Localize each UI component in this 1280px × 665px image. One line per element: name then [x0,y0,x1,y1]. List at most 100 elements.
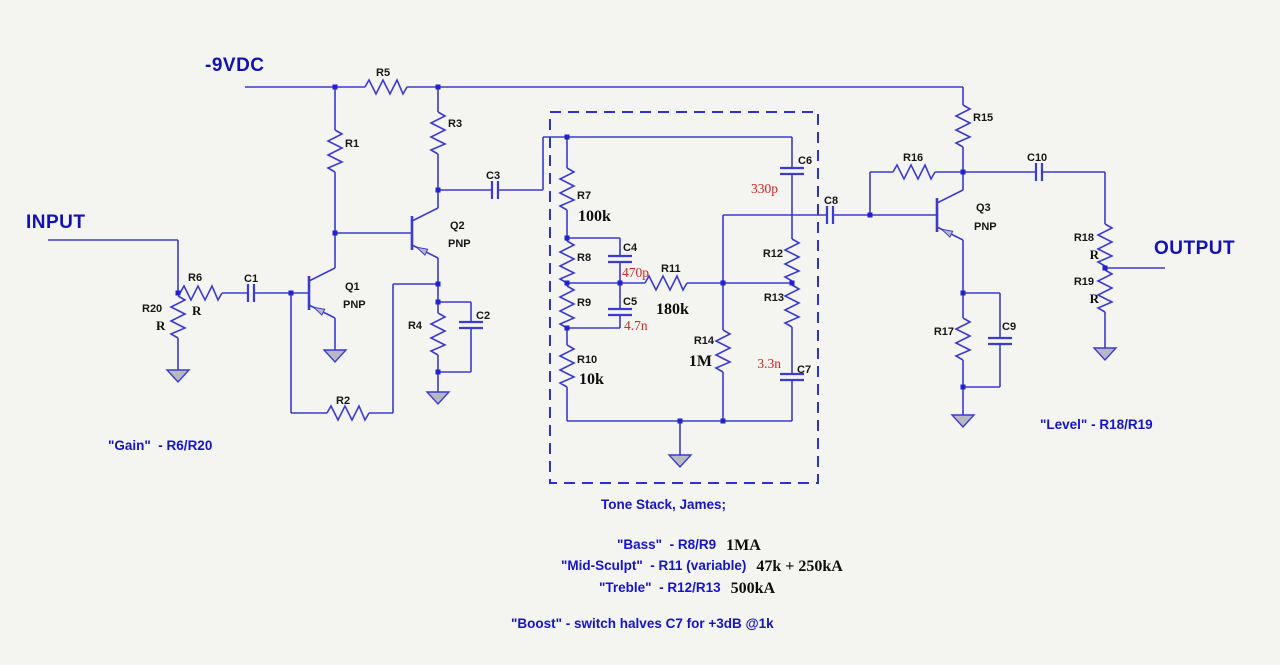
resistor-r15-label: R15 [973,112,993,124]
resistor-r16 [892,164,936,180]
capacitor-c10 [1034,161,1044,183]
resistor-r11-value: 180k [656,301,689,318]
transistor-q1-type: PNP [343,299,366,311]
annotation-treble-value: 500kA [730,580,776,597]
junction-dots [175,84,1108,424]
capacitor-c2 [457,320,485,330]
circuit-wires [48,86,1165,455]
resistor-r8-label: R8 [577,252,591,264]
resistor-r17-label: R17 [934,326,954,338]
resistor-r11 [644,275,688,291]
transistor-q2-label: Q2 [450,220,465,232]
capacitor-c5-label: C5 [623,296,637,308]
resistor-r13-label: R13 [764,292,784,304]
annotation-level: "Level" - R18/R19 [1040,417,1153,432]
annotation-gain: "Gain" - R6/R20 [108,438,213,453]
resistor-r3-label: R3 [448,118,462,130]
resistor-r4 [430,312,446,356]
resistor-r20-value: R [156,318,166,333]
resistor-r20-label: R20 [142,303,162,315]
resistor-r13 [784,284,800,328]
resistor-r5 [364,79,408,95]
capacitor-c5 [606,307,634,317]
resistor-r18-value: R [1090,247,1100,262]
annotation-bass-value: 1MA [726,537,761,554]
resistor-r16-label: R16 [903,152,923,164]
capacitor-c1-label: C1 [244,273,258,285]
resistor-r14-label: R14 [694,335,715,347]
capacitor-c6-label: C6 [798,155,812,167]
annotation-bass-line: "Bass" - R8/R9 1MA [617,536,761,554]
capacitor-c3 [490,179,500,201]
capacitor-c10-label: C10 [1027,152,1047,164]
capacitor-c1 [246,282,256,304]
annotation-mid-sculpt: "Mid-Sculpt" - R11 (variable) [561,558,747,573]
capacitor-c7-label: C7 [797,364,811,376]
capacitor-c8-label: C8 [824,195,838,207]
capacitor-c2-label: C2 [476,310,490,322]
tone-stack-dashed-box [549,111,819,484]
resistor-r1-label: R1 [345,138,359,150]
ground-icon [323,349,347,363]
capacitor-c9-label: C9 [1002,321,1016,333]
transistor-q2 [410,206,440,260]
resistor-r7 [559,167,575,211]
resistor-r10-value: 10k [579,371,604,388]
capacitor-c4-value: 470p [622,265,649,280]
transistor-q2-type: PNP [448,238,471,250]
ground-icon [668,454,692,468]
resistor-r17 [955,317,971,361]
ground-icon [426,391,450,405]
annotation-treble: "Treble" - R12/R13 [599,580,721,595]
capacitor-c5-value: 4.7n [624,318,648,333]
resistor-r19 [1097,269,1113,313]
resistor-r10 [559,344,575,388]
resistor-r18 [1097,223,1113,267]
capacitor-c8 [825,204,835,226]
resistor-r7-label: R7 [577,190,591,202]
transistor-q1-label: Q1 [345,281,360,293]
resistor-r14 [715,329,731,373]
resistor-r15 [955,104,971,148]
transistor-q3 [935,188,965,242]
capacitor-c9 [986,336,1014,346]
resistor-r12 [784,238,800,282]
resistor-r10-label: R10 [577,354,597,366]
resistor-r19-label: R19 [1074,276,1094,288]
transistor-q3-label: Q3 [976,202,991,214]
resistor-r12-label: R12 [763,248,783,260]
resistor-r14-value: 1M [689,353,712,370]
resistor-r6-value: R [192,303,202,318]
annotation-mid-line: "Mid-Sculpt" - R11 (variable) 47k + 250kA [561,557,843,575]
capacitor-c4-label: C4 [623,242,638,254]
resistor-r9-label: R9 [577,297,591,309]
annotation-bass: "Bass" - R8/R9 [617,537,717,552]
ground-icon [166,369,190,383]
resistor-symbols [170,79,1113,421]
output-label: OUTPUT [1154,238,1235,259]
power-rail-label: -9VDC [205,55,265,76]
resistor-r1 [327,129,343,173]
resistor-r18-label: R18 [1074,232,1094,244]
resistor-r2 [326,405,370,421]
ground-symbols [166,347,1117,468]
resistor-r6 [179,285,223,301]
annotation-mid-sculpt-value: 47k + 250kA [756,558,843,575]
resistor-r11-label: R11 [661,263,681,275]
ground-icon [1093,347,1117,361]
resistor-r8 [559,240,575,284]
resistor-r3 [430,111,446,155]
annotation-treble-line: "Treble" - R12/R13 500kA [599,579,775,597]
resistor-r9 [559,285,575,329]
resistor-r20 [170,295,186,339]
resistor-r19-value: R [1090,291,1100,306]
resistor-r4-label: R4 [408,320,423,332]
annotation-boost: "Boost" - switch halves C7 for +3dB @1k [511,616,774,631]
capacitor-c3-label: C3 [486,170,500,182]
resistor-r6-label: R6 [188,272,202,284]
ground-icon [951,414,975,428]
transistor-q1 [307,266,337,320]
resistor-r5-label: R5 [376,67,390,79]
